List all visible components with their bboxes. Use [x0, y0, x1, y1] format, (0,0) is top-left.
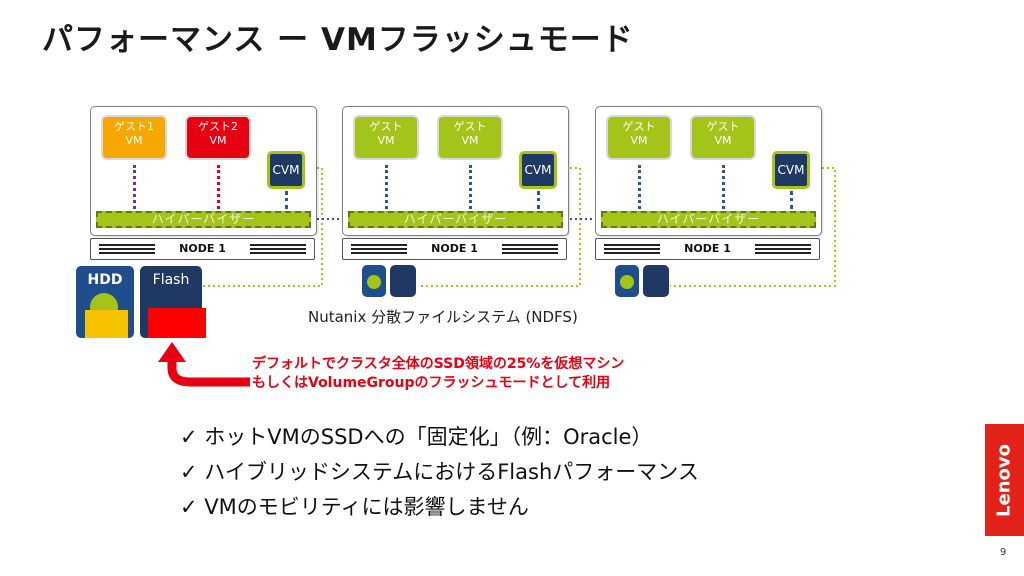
guest-vm-5[interactable]: ゲスト VM: [606, 115, 672, 160]
curved-arrow-icon: [158, 342, 250, 387]
vm-label: ゲスト: [369, 120, 403, 133]
node-bar-3: NODE 1: [595, 238, 820, 260]
vm-label: ゲスト: [706, 120, 740, 133]
small-hdd-disk[interactable]: [615, 265, 639, 297]
benefit-list: ✓ ホットVMのSSDへの「固定化」（例：Oracle） ✓ ハイブリッドシステ…: [180, 420, 699, 525]
drive-lines: [351, 244, 407, 254]
vm-label: ゲスト: [453, 120, 487, 133]
cvm-box[interactable]: CVM: [772, 151, 810, 189]
list-item: ✓ ホットVMのSSDへの「固定化」（例：Oracle）: [180, 425, 653, 449]
guest-vm-3[interactable]: ゲスト VM: [353, 115, 419, 160]
node-box-2: ゲスト VM ゲスト VM CVM ハイパーバイザー: [342, 106, 569, 236]
small-hdd-disk[interactable]: [362, 265, 386, 297]
hdd-fill: [85, 310, 128, 338]
flash-label: Flash: [152, 272, 190, 288]
cvm-link: [537, 191, 540, 209]
disk-platter-icon: [367, 275, 381, 289]
hypervisor-bar: ハイパーバイザー: [96, 211, 311, 228]
small-flash-disk[interactable]: [643, 265, 669, 297]
logo-text: Lenovo: [993, 444, 1015, 517]
note-line-1: デフォルトでクラスタ全体のSSD領域の25%を仮想マシン: [252, 356, 625, 372]
hdd-disk[interactable]: HDD: [76, 266, 134, 338]
guest-vm-2[interactable]: ゲスト2 VM: [185, 115, 251, 160]
guest-vm-6[interactable]: ゲスト VM: [690, 115, 756, 160]
vm-label: VM: [377, 134, 395, 147]
flash-mode-note: デフォルトでクラスタ全体のSSD領域の25%を仮想マシン もしくはVolumeG…: [252, 355, 624, 393]
note-line-2: もしくはVolumeGroupのフラッシュモードとして利用: [252, 375, 611, 391]
vm-link: [638, 165, 641, 209]
vm-label: VM: [630, 134, 648, 147]
page-title: パフォーマンス ー VMフラッシュモード: [42, 22, 634, 58]
cvm-link: [790, 191, 793, 209]
node-label: NODE 1: [684, 242, 731, 255]
node-box-1: ゲスト1 VM ゲスト2 VM CVM ハイパーバイザー: [90, 106, 317, 236]
vm-link: [385, 165, 388, 209]
drive-lines: [755, 244, 811, 254]
cvm-box[interactable]: CVM: [267, 151, 305, 189]
hdd-label: HDD: [87, 272, 123, 288]
hypervisor-bar: ハイパーバイザー: [601, 211, 816, 228]
node-label: NODE 1: [179, 242, 226, 255]
drive-lines: [250, 244, 306, 254]
vm-link: [469, 165, 472, 209]
flash-reserved-area: [148, 308, 206, 338]
vm-link: [133, 165, 136, 209]
vm-label: VM: [209, 134, 227, 147]
node-bar-1: NODE 1: [90, 238, 315, 260]
flash-disk[interactable]: Flash: [140, 266, 206, 338]
vm-label: ゲスト: [622, 120, 656, 133]
hypervisor-bar: ハイパーバイザー: [348, 211, 563, 228]
small-flash-disk[interactable]: [390, 265, 416, 297]
page-number: 9: [1000, 547, 1007, 558]
guest-vm-1[interactable]: ゲスト1 VM: [101, 115, 167, 160]
guest-vm-4[interactable]: ゲスト VM: [437, 115, 503, 160]
drive-lines: [99, 244, 155, 254]
ndfs-caption: Nutanix 分散ファイルシステム (NDFS): [308, 308, 578, 326]
node-box-3: ゲスト VM ゲスト VM CVM ハイパーバイザー: [595, 106, 822, 236]
node-label: NODE 1: [431, 242, 478, 255]
disk-platter-icon: [620, 275, 634, 289]
drive-lines: [502, 244, 558, 254]
list-item: ✓ VMのモビリティには影響しません: [180, 495, 529, 519]
node-bar-2: NODE 1: [342, 238, 567, 260]
lenovo-logo: Lenovo: [985, 424, 1024, 536]
vm-label: VM: [461, 134, 479, 147]
vm-label: ゲスト2: [198, 120, 238, 133]
list-item: ✓ ハイブリッドシステムにおけるFlashパフォーマンス: [180, 460, 699, 484]
vm-label: VM: [714, 134, 732, 147]
vm-link: [217, 165, 220, 209]
cvm-box[interactable]: CVM: [519, 151, 557, 189]
drive-lines: [604, 244, 660, 254]
vm-link: [722, 165, 725, 209]
cvm-link: [285, 191, 288, 209]
vm-label: ゲスト1: [114, 120, 154, 133]
vm-label: VM: [125, 134, 143, 147]
